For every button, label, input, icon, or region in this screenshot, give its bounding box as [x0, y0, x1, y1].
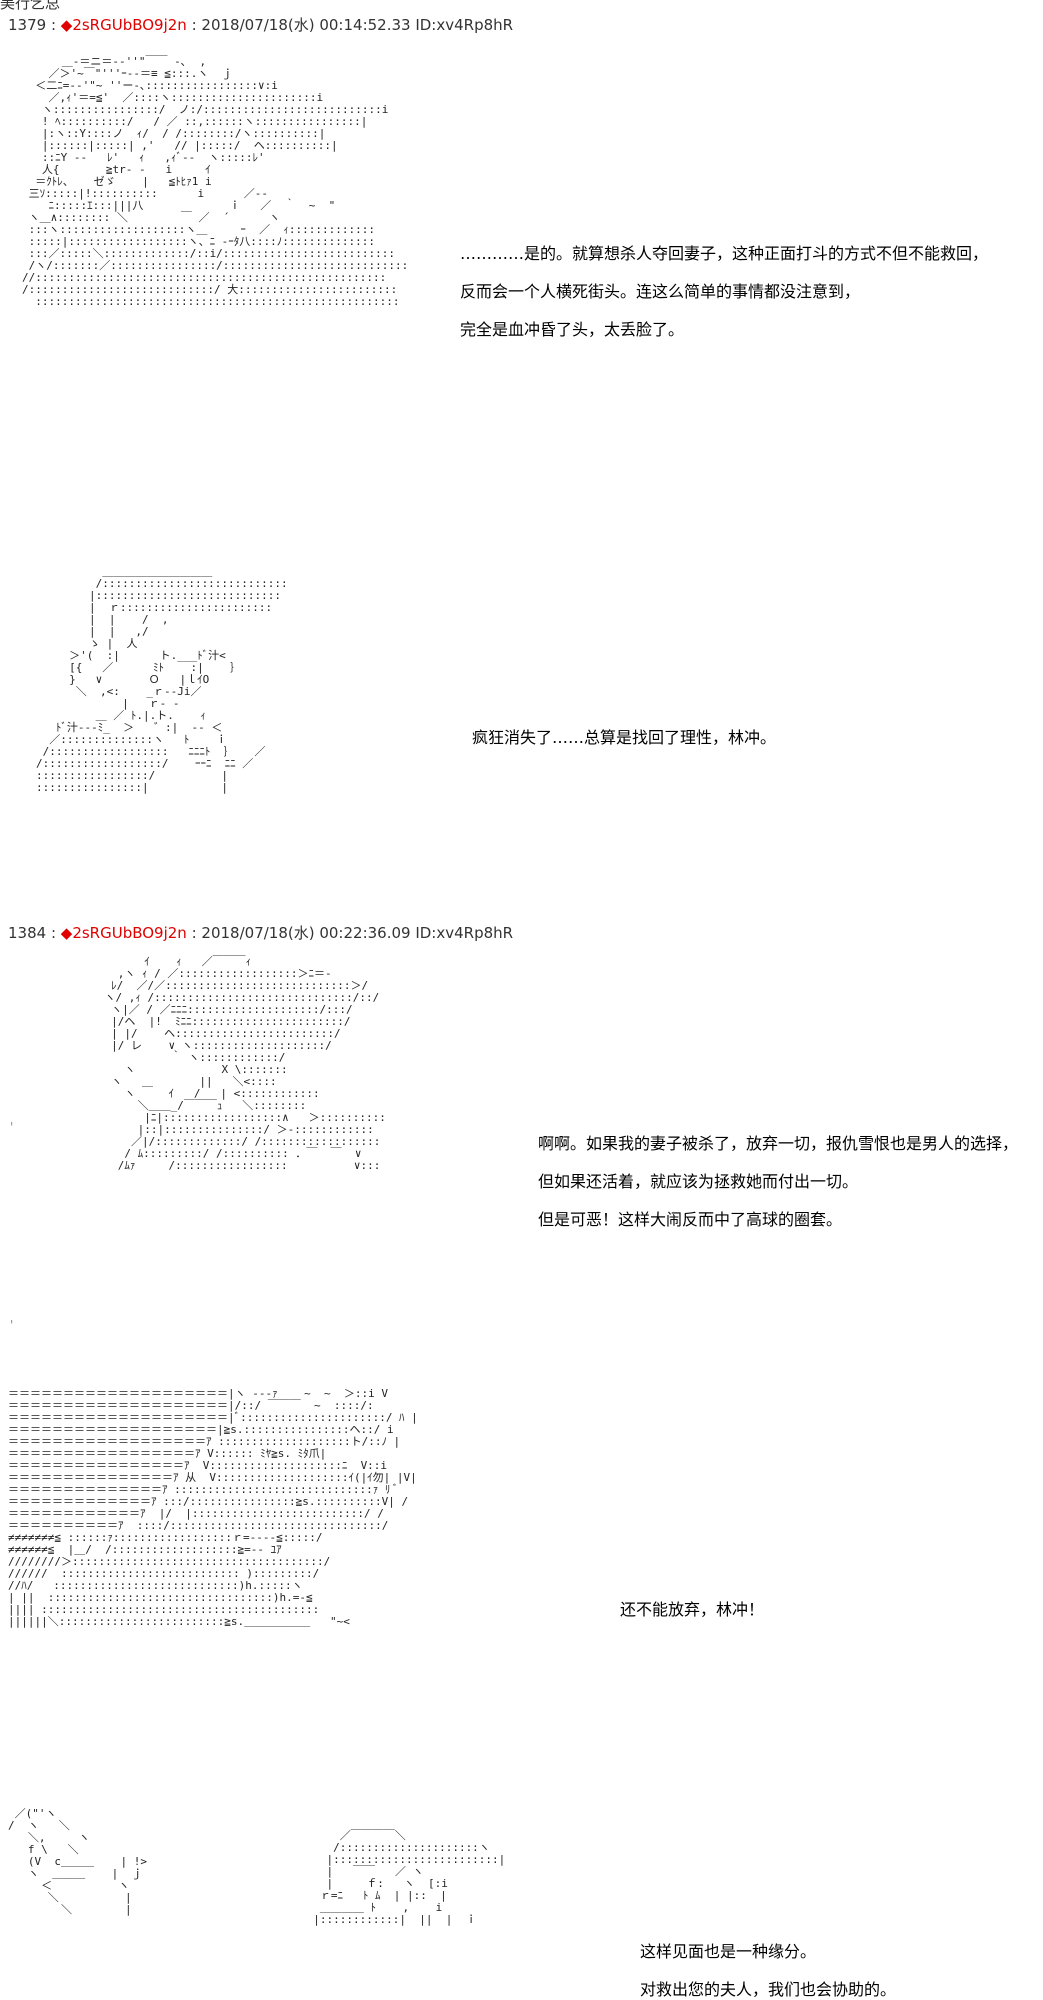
dialogue-line: 这样见面也是一种缘分。 [640, 1942, 817, 1961]
dialogue-block-1: …………是的。就算想杀人夺回妻子，这种正面打斗的方式不但不能救回， 反而会一个人… [460, 235, 988, 349]
dialogue-line: 反而会一个人横死街头。连这么简单的事情都没注意到， [460, 282, 861, 301]
trip-mark[interactable]: ◆2sRGUbBO9j2n [60, 924, 187, 942]
post-number[interactable]: 1384 [8, 924, 47, 942]
post-date-id: : 2018/07/18(水) 00:22:36.09 ID:xv4Rp8hR [186, 924, 514, 942]
dialogue-line: 但是可恶！这样大闹反而中了高球的圈套。 [538, 1210, 843, 1229]
trip-mark[interactable]: ◆2sRGUbBO9j2n [60, 16, 187, 34]
dialogue-block-4: 还不能放弃，林冲！ [620, 1591, 764, 1629]
dialogue-line: 啊啊。如果我的妻子被杀了，放弃一切，报仇雪恨也是男人的选择， [538, 1134, 1019, 1153]
ascii-art-figure-3: ｲ ｨ ／￣￣￣ｨ ,ヽ ｨ / ／::::::::::::::::::＞ﾆ＝-… [104, 955, 386, 1172]
dialogue-block-2: 疯狂消失了……总算是找回了理性，林冲。 [472, 719, 776, 757]
dialogue-line: …………是的。就算想杀人夺回妻子，这种正面打斗的方式不但不能救回， [460, 244, 989, 263]
dialogue-block-5: 这样见面也是一种缘分。 对救出您的夫人，我们也会协助的。 [640, 1933, 896, 2000]
ascii-art-figure-6: ／￣￣￣￣＼ /:::::::::::::::::::::ヽ |::::::::… [313, 1829, 506, 1926]
post-header-1384: 1384 : ◆2sRGUbBO9j2n : 2018/07/18(水) 00:… [8, 922, 513, 943]
post-header-1379: 1379 : ◆2sRGUbBO9j2n : 2018/07/18(水) 00:… [8, 14, 513, 35]
dialogue-block-3: 啊啊。如果我的妻子被杀了，放弃一切，报仇雪恨也是男人的选择， 但如果还活着，就应… [538, 1125, 1018, 1239]
stray-mark: ' [10, 1318, 14, 1332]
dialogue-line: 但如果还活着，就应该为拯救她而付出一切。 [538, 1172, 859, 1191]
dialogue-line: 疯狂消失了……总算是找回了理性，林冲。 [472, 728, 777, 747]
ascii-art-figure-5: ／("'ヽ / ヽ ＼ ＼, ヽ f \ ＼ (V c＿＿＿ | !> ヽ ＿＿… [8, 1807, 147, 1916]
ascii-art-figure-2: ＿＿＿＿＿＿＿＿＿＿ /::::::::::::::::::::::::::::… [36, 565, 288, 794]
post-separator: : [46, 924, 61, 942]
post-date-id: : 2018/07/18(水) 00:14:52.33 ID:xv4Rp8hR [186, 16, 514, 34]
ascii-art-figure-4: ＝＝＝＝＝＝＝＝＝＝＝＝＝＝＝＝＝＝＝＝|ヽ ‐‐‐ｧ ~ ~ ＞::i V ＝… [8, 1387, 418, 1628]
dialogue-line: 完全是血冲昏了头，太丢脸了。 [460, 320, 685, 339]
stray-mark: ' [10, 1120, 14, 1134]
post-separator: : [46, 16, 61, 34]
ascii-art-figure-1: ＿-＝ニ＝-‐''"￣￣ ‐､ , ／＞'~￣"'''ｰ‐-＝≡ ≦:::.ヽ … [22, 55, 409, 308]
post-number[interactable]: 1379 [8, 16, 47, 34]
previous-post-cut-text: 美行乞总 [0, 0, 61, 12]
dialogue-line: 还不能放弃，林冲！ [620, 1600, 765, 1619]
dialogue-line: 对救出您的夫人，我们也会协助的。 [640, 1980, 897, 1999]
